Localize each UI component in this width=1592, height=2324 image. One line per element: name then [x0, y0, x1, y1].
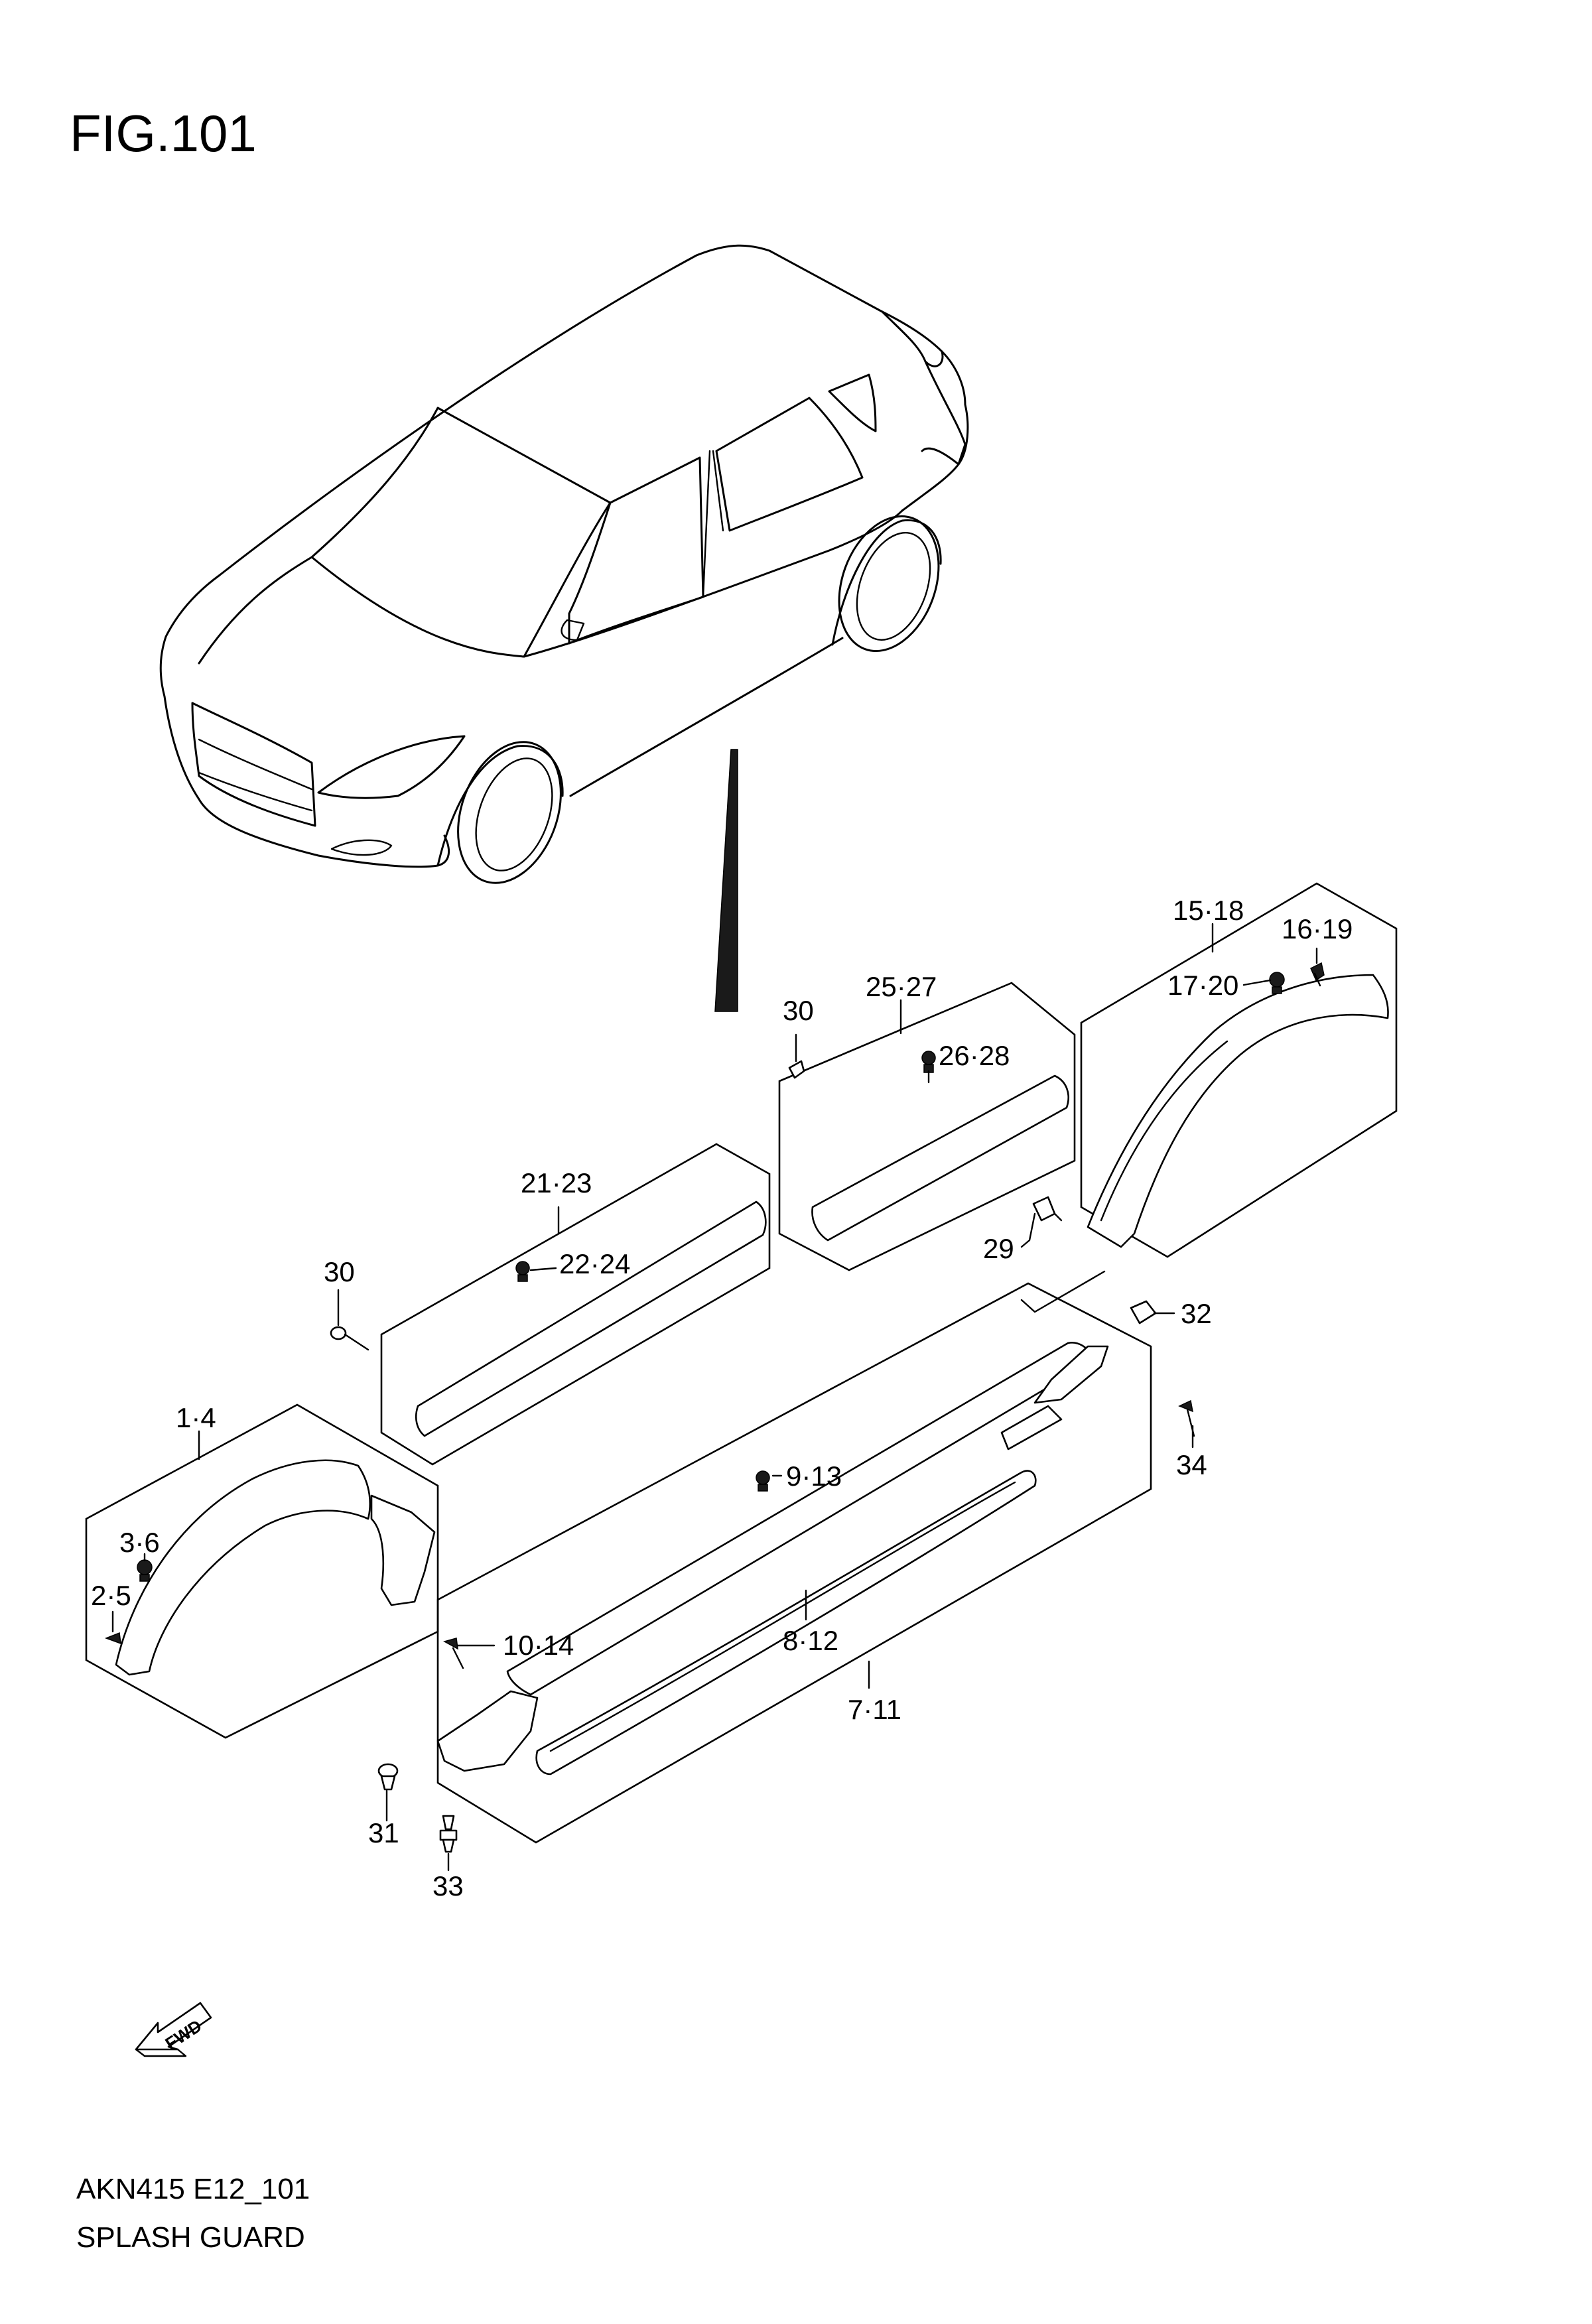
car-illustration [159, 244, 969, 884]
figure-title: FIG.101 [70, 104, 257, 162]
label-26-28: 26·28 [939, 1040, 1010, 1071]
part-front-arch-extension [115, 1459, 436, 1676]
label-21-23: 21·23 [521, 1167, 592, 1198]
pointer-wedge [714, 749, 738, 1012]
label-3-6: 3·6 [119, 1527, 160, 1558]
label-32: 32 [1181, 1298, 1212, 1329]
leader-lines [111, 923, 1318, 1872]
group-box-front-arch [85, 1403, 439, 1739]
fastener-10-14 [443, 1638, 464, 1669]
part-labels: 15·18 16·19 17·20 25·27 26·28 30 21·23 2… [91, 895, 1353, 1902]
group-box-side-sill [436, 1270, 1152, 1844]
group-box-front-door [380, 1143, 771, 1466]
label-31: 31 [368, 1817, 399, 1848]
fastener-33 [439, 1815, 458, 1853]
label-9-13: 9·13 [786, 1460, 842, 1492]
group-box-rear-arch [1080, 882, 1398, 1258]
label-1-4: 1·4 [176, 1402, 216, 1433]
fastener-29 [1032, 1196, 1056, 1222]
label-34: 34 [1176, 1449, 1207, 1480]
fastener-22-24 [515, 1261, 530, 1282]
part-side-sill-inner [436, 1342, 1109, 1772]
label-7-11: 7·11 [848, 1694, 901, 1725]
fastener-16-19 [1310, 962, 1325, 987]
footer-code: AKN415 E12_101 [76, 2173, 310, 2205]
part-rear-arch-extension [1087, 974, 1389, 1248]
part-front-door-moulding [415, 1200, 767, 1437]
fastener-17-20 [1269, 972, 1285, 994]
label-25-27: 25·27 [866, 971, 937, 1002]
fastener-34 [1178, 1399, 1195, 1437]
label-15-18: 15·18 [1173, 895, 1244, 926]
label-29: 29 [983, 1233, 1014, 1264]
label-2-5: 2·5 [91, 1580, 131, 1611]
fastener-30a [788, 1060, 805, 1079]
group-box-rear-door [778, 982, 1076, 1271]
fastener-2-5 [104, 1632, 121, 1645]
fastener-31 [377, 1763, 399, 1791]
part-rear-door-moulding [811, 1074, 1069, 1242]
label-10-14: 10·14 [503, 1630, 574, 1661]
fastener-30b [330, 1326, 347, 1340]
label-8-12: 8·12 [783, 1625, 838, 1656]
part-side-sill-outer [535, 1405, 1063, 1775]
label-33: 33 [432, 1870, 464, 1902]
label-17-20: 17·20 [1167, 970, 1238, 1001]
label-22-24: 22·24 [559, 1248, 630, 1279]
label-30b: 30 [324, 1256, 355, 1287]
fwd-arrow-icon: FWD [135, 2002, 212, 2057]
fastener-3-6 [137, 1559, 153, 1582]
footer-title: SPLASH GUARD [76, 2221, 305, 2254]
label-16-19: 16·19 [1282, 913, 1353, 944]
fastener-26-28 [921, 1051, 936, 1073]
label-30a: 30 [783, 995, 814, 1026]
fastener-32 [1130, 1300, 1157, 1324]
fastener-9-13 [756, 1470, 770, 1492]
